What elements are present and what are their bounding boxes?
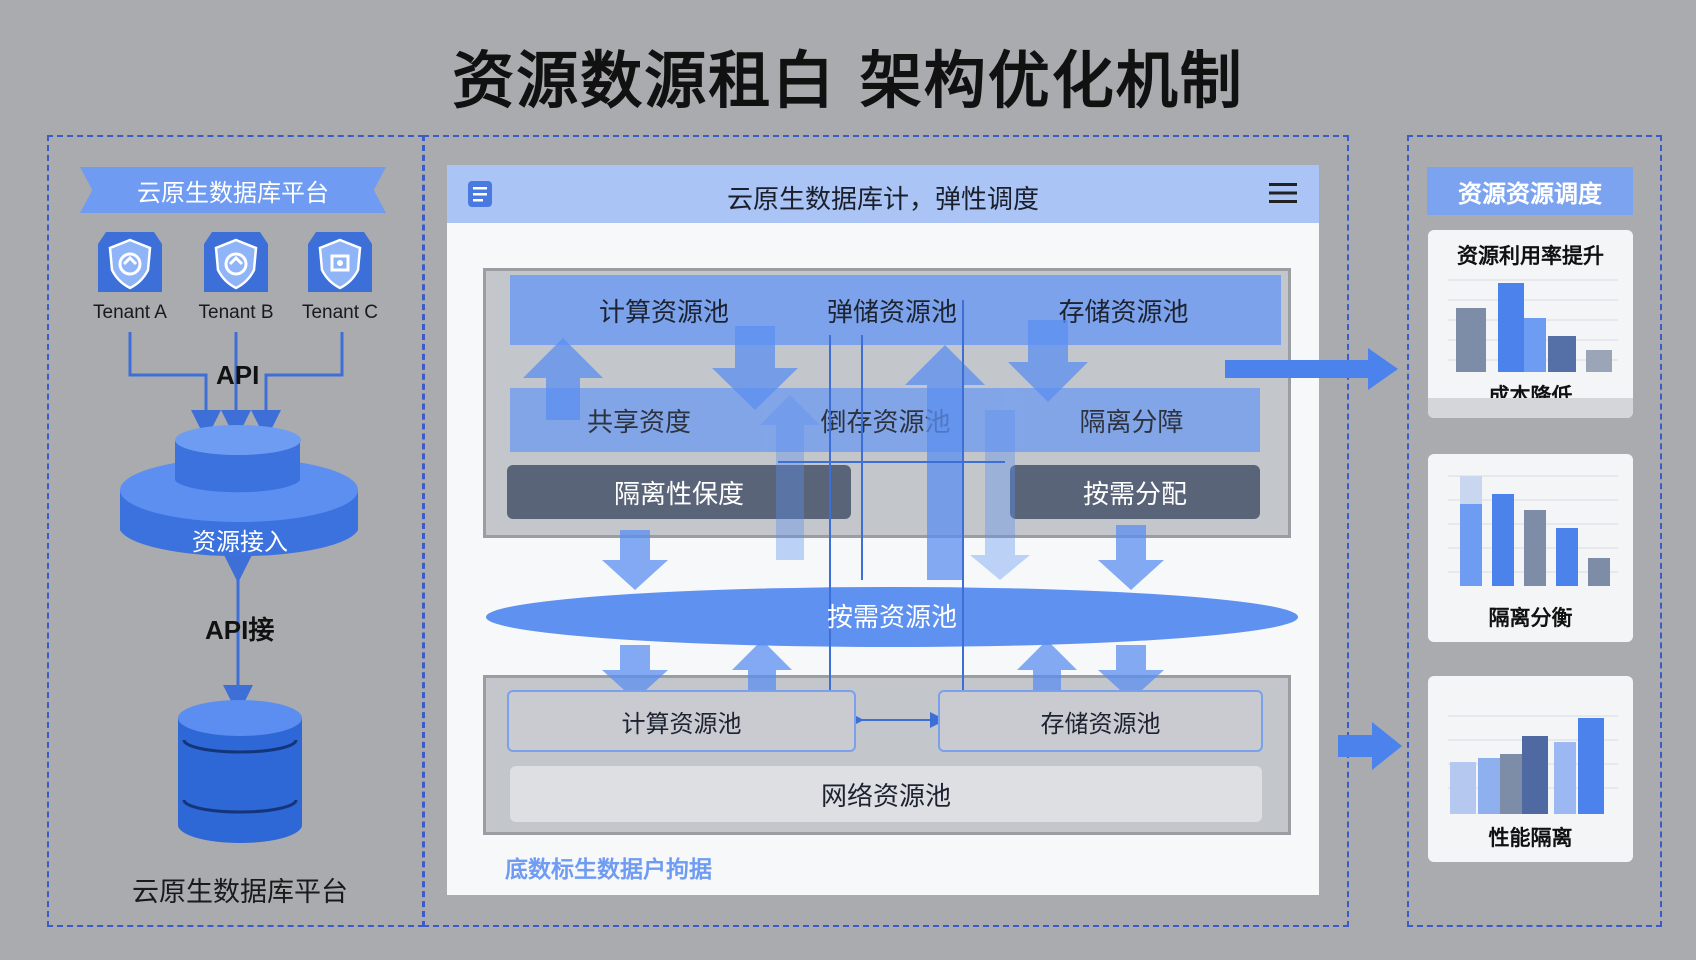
platform-ribbon: 云原生数据库平台 <box>80 167 386 213</box>
document-icon[interactable] <box>467 180 493 208</box>
tenant-label: Tenant A <box>93 302 167 323</box>
card-title-bottom: 隔离分衡 <box>1488 606 1573 630</box>
on-demand-allocation-box[interactable]: 按需分配 <box>1010 465 1260 519</box>
result-card-utilization: 资源利用率提升 成本降低 <box>1428 230 1633 418</box>
tenant-c[interactable]: Tenant C <box>285 230 395 324</box>
tenant-b[interactable]: Tenant B <box>181 230 291 324</box>
isolation-guarantee-box[interactable]: 隔离性保度 <box>507 465 851 519</box>
tenant-shield-icon <box>98 232 162 292</box>
tenant-shield-icon <box>204 232 268 292</box>
footer-caption: 底数标生数据户拘据 <box>505 857 712 883</box>
on-demand-pool-label: 按需资源池 <box>826 603 957 633</box>
storage-pool-bottom[interactable]: 存储资源池 <box>938 690 1263 752</box>
card-title-bottom: 性能隔离 <box>1488 826 1573 850</box>
api-connect-label: API接 <box>205 615 275 645</box>
bar-chart-icon <box>1448 475 1618 586</box>
result-card-performance-isolation: 性能隔离 <box>1428 676 1633 862</box>
access-label: 资源接入 <box>192 528 288 556</box>
scheduler-panel <box>423 135 1349 927</box>
window-title: 云原生数据库计，弹性调度 <box>726 185 1039 215</box>
card-footer <box>1428 398 1633 418</box>
result-card-isolation-balance: 隔离分衡 <box>1428 454 1633 642</box>
shared-resource-pool[interactable]: 共享资度 <box>510 388 768 452</box>
tenant-shield-icon <box>308 232 372 292</box>
tenant-label: Tenant B <box>198 302 274 323</box>
results-header: 资源资源调度 <box>1427 167 1633 215</box>
network-pool[interactable]: 网络资源池 <box>510 766 1262 822</box>
card-title-top: 资源利用率提升 <box>1457 244 1604 268</box>
storage-pool[interactable]: 存储资源池 <box>966 275 1281 345</box>
bar-chart-icon <box>1448 715 1618 814</box>
results-panel <box>1407 135 1662 927</box>
compute-pool[interactable]: 计算资源池 <box>510 275 818 345</box>
tenant-label: Tenant C <box>301 302 379 323</box>
elastic-storage-pool[interactable]: 弹储资源池 <box>818 275 966 345</box>
shared-pool-ellipse <box>486 587 1298 647</box>
compute-pool-bottom[interactable]: 计算资源池 <box>507 690 856 752</box>
database-label: 云原生数据库平台 <box>132 877 348 908</box>
bar-chart-icon <box>1448 279 1618 372</box>
hamburger-menu-icon[interactable] <box>1269 182 1297 204</box>
database-cylinder-icon <box>178 700 302 843</box>
api-label: API <box>216 360 260 390</box>
window-header <box>447 165 1319 223</box>
tenant-a[interactable]: Tenant A <box>75 230 185 324</box>
page-title: 资源数源租白 架构优化机制 <box>452 44 1244 117</box>
access-disk <box>120 425 358 557</box>
